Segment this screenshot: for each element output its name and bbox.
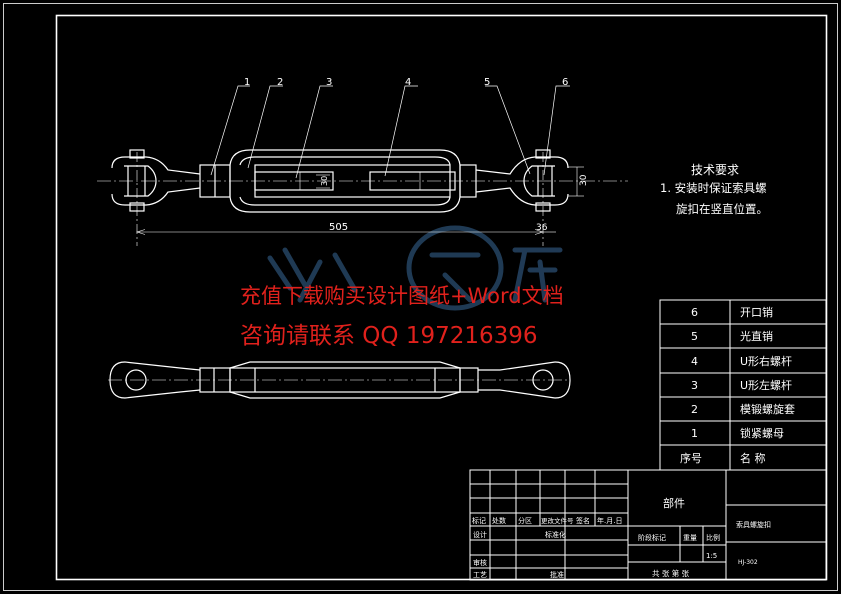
balloon-5: 5 — [484, 77, 490, 88]
balloon-2: 2 — [277, 77, 283, 88]
top-view — [108, 361, 571, 399]
parts-row-4-no: 4 — [691, 355, 698, 368]
tb-label-process: 工艺 — [473, 571, 487, 579]
tb-label-revision: 标记 — [472, 516, 486, 525]
parts-row-6-name: 开口销 — [740, 305, 773, 319]
tb-drawing-name: 索具螺旋扣 — [736, 520, 771, 529]
tech-requirements-title: 技术要求 — [691, 163, 739, 177]
tb-part-label: 部件 — [663, 496, 685, 510]
parts-row-3-name: U形左螺杆 — [740, 378, 792, 392]
tb-label-ratio: 比例 — [706, 533, 720, 542]
dim-overall-length: 505 — [329, 222, 348, 233]
watermark: 充值下载购买设计图纸+Word文档 咨询请联系 QQ 197216396 — [240, 284, 564, 349]
parts-row-1-name: 锁紧螺母 — [740, 426, 784, 440]
tech-requirements-line1: 1. 安装时保证索具螺 — [660, 181, 767, 195]
title-block-grid — [469, 469, 827, 581]
balloon-numbers: 1 2 3 4 5 6 — [244, 77, 568, 88]
tb-label-signature: 签名 — [576, 516, 590, 525]
parts-row-5-name: 光直销 — [740, 329, 773, 343]
tb-label-change-doc: 更改文件号 — [541, 516, 574, 525]
sheet-border — [3, 3, 838, 591]
tb-label-approve: 批准 — [550, 570, 564, 579]
balloon-4: 4 — [405, 77, 411, 88]
title-block: 标记 处数 分区 更改文件号 签名 年.月.日 设计 标准化 审核 工艺 批准 … — [472, 496, 771, 579]
parts-header-name: 名 称 — [740, 451, 766, 465]
balloon-1: 1 — [244, 77, 250, 88]
tb-label-date: 年.月.日 — [597, 516, 622, 525]
watermark-logo — [267, 225, 563, 311]
tb-label-stage-mark: 阶段标记 — [638, 533, 666, 542]
tb-label-standardize: 标准化 — [545, 530, 566, 539]
parts-header-no: 序号 — [680, 451, 702, 465]
tb-scale: 1:5 — [706, 552, 717, 560]
watermark-line2: 咨询请联系 QQ 197216396 — [240, 323, 538, 349]
parts-row-3-no: 3 — [691, 379, 698, 392]
tb-label-count: 处数 — [492, 516, 506, 525]
dim-thread-height: 30 — [320, 176, 329, 186]
tb-label-weight: 重量 — [683, 534, 697, 542]
parts-row-4-name: U形右螺杆 — [740, 354, 792, 368]
tb-label-review: 审核 — [473, 558, 487, 567]
parts-row-6-no: 6 — [691, 306, 698, 319]
parts-row-5-no: 5 — [691, 330, 698, 343]
tb-label-design: 设计 — [473, 530, 487, 539]
tech-requirements-line2: 旋扣在竖直位置。 — [676, 202, 768, 216]
tb-label-zone: 分区 — [518, 516, 532, 525]
tb-label-sheets: 共 张 第 张 — [652, 568, 690, 578]
dim-hole-diameter: 30 — [579, 174, 589, 186]
balloon-6: 6 — [562, 77, 568, 88]
parts-row-2-no: 2 — [691, 403, 698, 416]
dim-pin-offset: 36 — [536, 223, 548, 233]
front-view — [97, 149, 628, 246]
tb-drawing-code: HJ-302 — [738, 559, 758, 566]
parts-row-2-name: 模锻螺旋套 — [740, 402, 795, 416]
parts-row-1-no: 1 — [691, 427, 698, 440]
parts-list: 6 开口销 5 光直销 4 U形右螺杆 3 U形左螺杆 2 模锻螺旋套 1 锁紧… — [680, 305, 795, 465]
tech-requirements: 技术要求 1. 安装时保证索具螺 旋扣在竖直位置。 — [660, 163, 768, 216]
parts-list-grid — [659, 299, 827, 471]
dimension-lines — [135, 166, 584, 235]
balloon-leaders — [210, 85, 570, 179]
balloon-3: 3 — [326, 77, 332, 88]
watermark-line1: 充值下载购买设计图纸+Word文档 — [240, 284, 564, 308]
